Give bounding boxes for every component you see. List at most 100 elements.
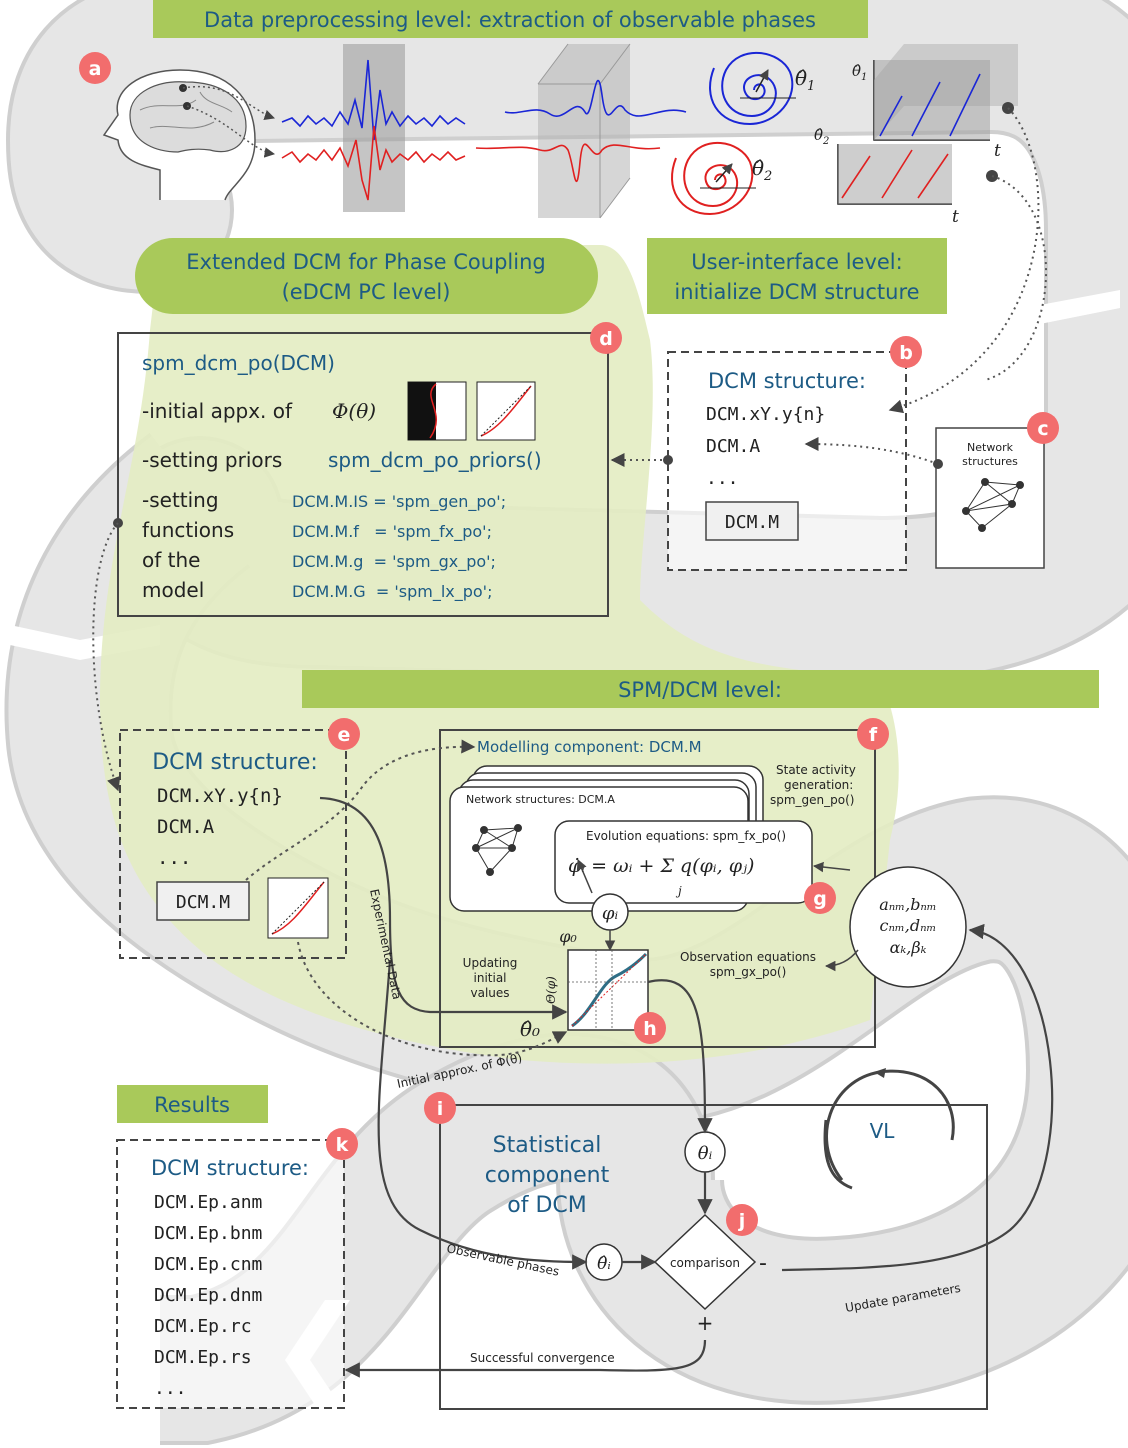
badge-markers: a b c d e f g h i j k [79,52,1059,1236]
box-e-title: DCM structure: [152,750,318,775]
network-graph-icon [962,478,1024,532]
theta-0-label: θ̂₀ [520,1017,540,1041]
preprocessing-banner-text: Data preprocessing level: extraction of … [204,8,816,32]
box-b-line-1: DCM.A [706,436,760,457]
observation-label-2: spm_gx_po() [710,965,787,979]
theta-hat-i-label: θ̂ᵢ [597,1254,611,1274]
svg-text:a: a [89,58,102,80]
box-d-func-label-2: of the [142,548,200,572]
badge-c [1027,412,1059,444]
ui-banner-line2: initialize DCM structure [674,280,919,304]
box-f-network-label: Network structures: DCM.A [466,793,615,806]
box-k-line-4: DCM.Ep.rc [154,1316,252,1337]
badge-a [79,52,111,84]
theta1-sub: 1 [807,79,815,94]
box-d-priors-label: -setting priors [142,448,282,472]
box-e-line-0: DCM.xY.y{n} [157,785,283,807]
parameters-node: aₙₘ,bₙₘ cₙₘ,dₙₘ αₖ,βₖ [849,866,967,988]
observation-label-1: Observation equations [680,950,816,964]
badge-f [857,718,889,750]
box-d-initial-appx: -initial appx. of [142,399,293,423]
box-b-field-box [705,501,799,541]
red-signal-trace [281,125,466,201]
svg-text:f: f [869,724,878,746]
box-i-line3: of DCM [507,1193,586,1218]
svg-text:i: i [437,1098,444,1120]
theta1-label: θ̂ [795,66,807,90]
badge-g [804,882,836,914]
box-d-phi: Φ(θ) [332,399,376,423]
box-e-field-box [156,881,250,921]
evolution-sum-index: j [675,884,682,898]
box-i-statistical: Statistical component of DCM VL θᵢ θ̂ᵢ c… [439,1068,988,1410]
theta-i-label: θᵢ [698,1143,713,1164]
minus-sign: - [759,1251,767,1276]
box-d-func-def-1: DCM.M.f = 'spm_fx_po'; [292,522,492,542]
box-c-label-2: structures [962,455,1018,468]
evolution-equation: φ̇ᵢ = ωᵢ + Σ q(φᵢ, φⱼ) [568,855,754,877]
spm-banner [302,670,1099,708]
updating-label-3: values [470,986,509,1000]
badge-j [726,1204,758,1236]
comparison-label: comparison [670,1256,740,1270]
preprocessing-banner [153,0,868,38]
box-k-line-0: DCM.Ep.anm [154,1192,262,1213]
params-line1: aₙₘ,bₙₘ [879,895,936,914]
box-c-label-1: Network [967,441,1014,454]
box-b-field: DCM.M [725,512,779,533]
theta2-sub: 2 [763,169,772,184]
box-f-modelling-label: Modelling component: DCM.M [477,738,702,756]
blue-signal-trace [281,59,466,141]
phi-0-label: φ₀ [559,927,577,946]
box-i-line2: component [485,1163,610,1188]
svg-text:c: c [1037,418,1048,440]
comparison-diamond [653,1213,757,1311]
box-k-line-1: DCM.Ep.bnm [154,1223,262,1244]
edcm-banner [135,238,598,314]
badge-b [890,336,922,368]
box-d-priors-fn: spm_dcm_po_priors() [328,448,542,472]
panel-a-signals: θ̂1 θ̂2 θ̂1 t θ̂2 t [102,43,1018,227]
box-b-line-2: ... [706,468,739,489]
params-line2: cₙₘ,dₙₘ [880,916,937,935]
badge-e [328,718,360,750]
edcm-banner-line2: (eDCM PC level) [282,280,451,304]
connectors [92,107,1054,1378]
box-d-spm-dcm-po: spm_dcm_po(DCM) -initial appx. of Φ(θ) -… [117,332,609,617]
params-line3: αₖ,βₖ [890,938,927,957]
svg-text:b: b [899,342,913,364]
box-i-line1: Statistical [493,1133,602,1158]
red-filtered-trace [475,143,661,183]
theta-axis-label: Θ(φ) [544,976,558,1004]
road-white-chevron [960,290,1120,324]
theta2-label: θ̂ [752,156,764,180]
badge-k [326,1128,358,1160]
edcm-banner-line1: Extended DCM for Phase Coupling [186,250,545,274]
svg-text:h: h [643,1018,657,1040]
box-d-func-label-3: model [142,578,204,602]
box-e-dcm-structure: DCM structure: DCM.xY.y{n} DCM.A ... DCM… [119,729,347,959]
box-e-line-2: ... [157,847,191,869]
plus-sign: + [697,1311,714,1335]
box-f-state-3: spm_gen_po() [770,793,855,807]
badge-i [424,1092,456,1124]
svg-text:k: k [336,1134,349,1156]
box-d-func-label-1: functions [142,518,234,542]
svg-text:θ̂2: θ̂2 [752,156,772,184]
t-axis-label-2: t [952,207,959,227]
t-axis-label-1: t [994,141,1001,161]
brain-icon [129,81,247,153]
box-d-title: spm_dcm_po(DCM) [142,351,335,375]
box-d-func-label-0: -setting [142,488,219,512]
box-k-title: DCM structure: [151,1156,309,1180]
box-c-network: Network structures [935,427,1045,569]
svg-text:d: d [599,328,613,350]
box-d-func-def-0: DCM.M.IS = 'spm_gen_po'; [292,492,506,512]
network-graph-icon [472,824,522,876]
box-d-func-def-2: DCM.M.g = 'spm_gx_po'; [292,552,496,572]
box-f-modelling: Modelling component: DCM.M State activit… [439,729,876,1048]
updating-label-1: Updating [463,956,518,970]
box-k-results: DCM structure: DCM.Ep.anm DCM.Ep.bnm DCM… [116,1139,345,1409]
box-b-dcm-structure: DCM structure: DCM.xY.y{n} DCM.A ... DCM… [667,351,907,571]
